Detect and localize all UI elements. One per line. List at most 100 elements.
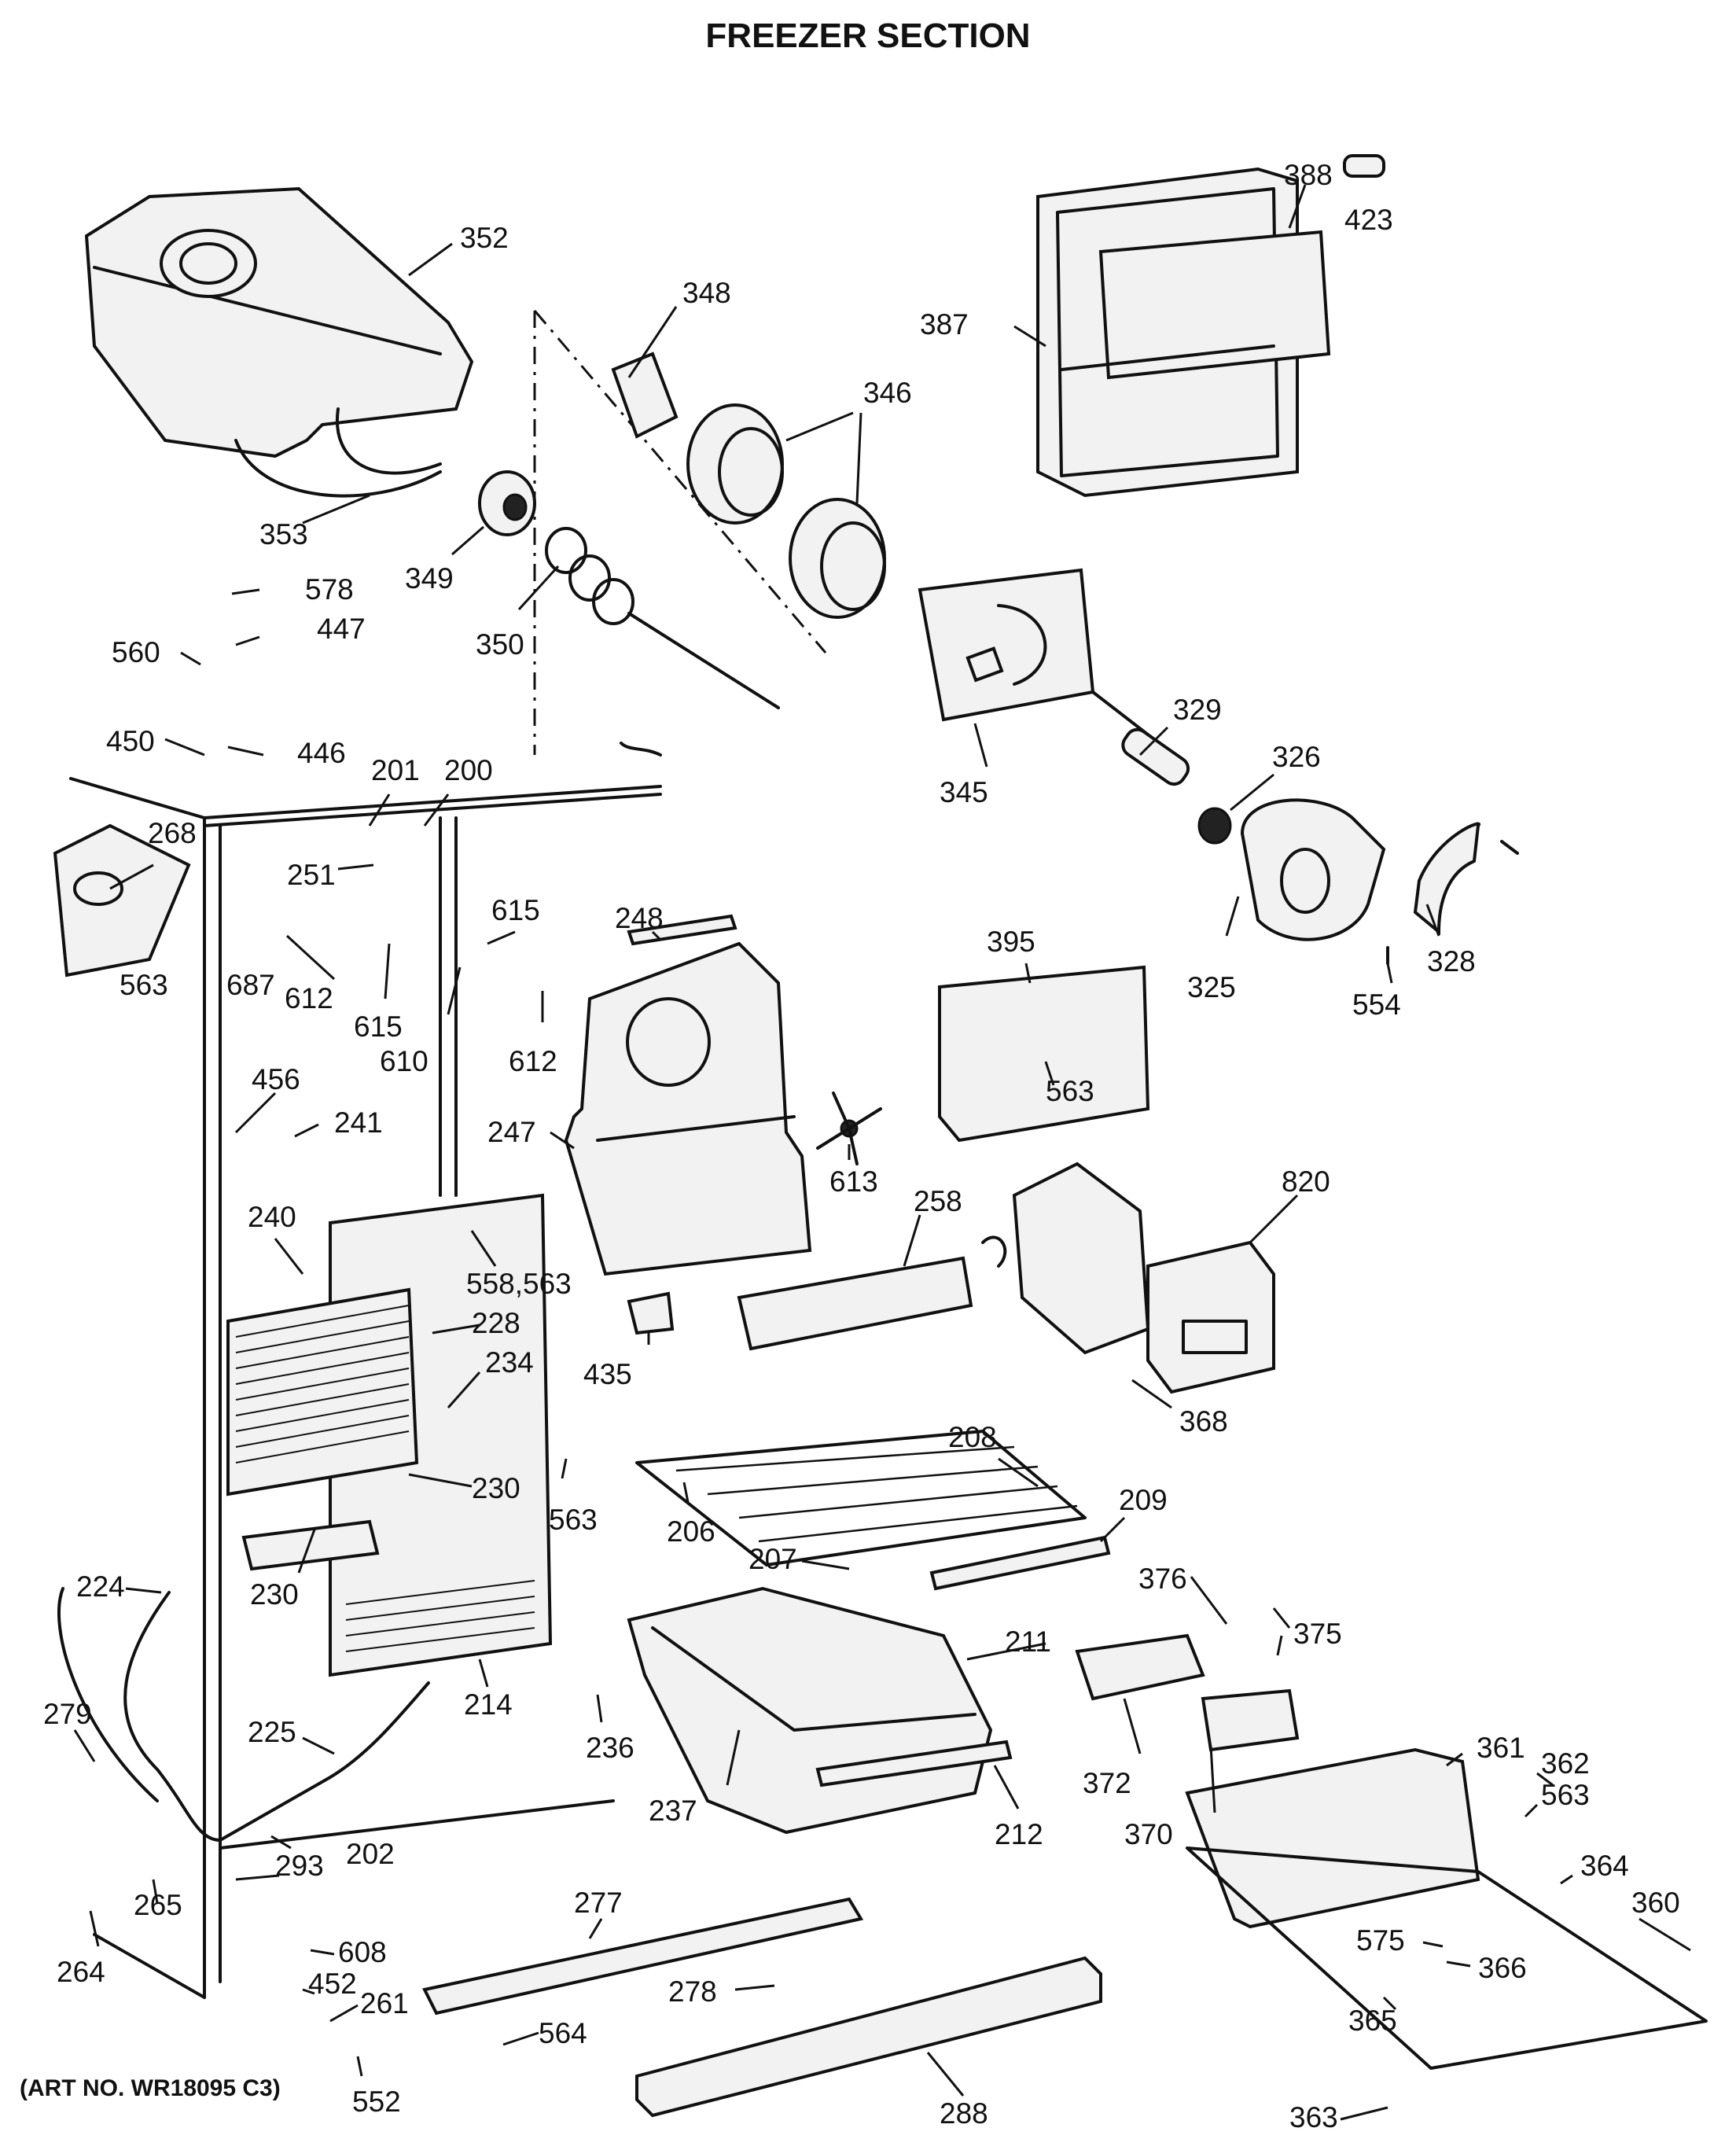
callout-387: 387 [920, 308, 969, 341]
callout-612b: 612 [509, 1045, 557, 1077]
callout-277: 277 [574, 1887, 623, 1919]
callout-554: 554 [1352, 989, 1401, 1021]
callout-388: 388 [1284, 159, 1333, 191]
freezer-liner-drawing [53, 742, 662, 1999]
callout-214: 214 [464, 1688, 513, 1721]
callout-362: 362 [1541, 1747, 1590, 1780]
icemaker-drawing [981, 1162, 1275, 1394]
callout-225: 225 [248, 1716, 296, 1748]
rail-and-grille-drawing [422, 1897, 1102, 2118]
callout-201: 201 [371, 754, 420, 786]
fill-tube-drawing [737, 1256, 973, 1351]
callout-820: 820 [1282, 1165, 1330, 1198]
callout-456: 456 [252, 1063, 300, 1095]
callout-labels: 352 348 346 388 423 387 353 349 350 578 … [43, 159, 1680, 2133]
callout-346: 346 [863, 377, 912, 409]
callout-560: 560 [112, 636, 160, 668]
auger-motor-assembly-drawing [918, 568, 1519, 965]
cover-plate-drawing [938, 965, 1150, 1143]
callout-261: 261 [360, 1987, 409, 2019]
art-number: (ART NO. WR18095 C3) [20, 2075, 281, 2101]
ice-crusher-assembly-drawing [478, 310, 886, 755]
callout-564: 564 [539, 2017, 587, 2049]
callout-360: 360 [1631, 1887, 1680, 1919]
diagram-title: FREEZER SECTION [705, 17, 1030, 55]
callout-435: 435 [583, 1358, 632, 1390]
callout-368: 368 [1179, 1405, 1228, 1438]
callout-563b: 563 [1046, 1075, 1094, 1107]
callout-208: 208 [948, 1421, 997, 1453]
callout-363: 363 [1289, 2101, 1338, 2133]
callout-268: 268 [148, 817, 197, 849]
ice-bucket-drawing [84, 186, 474, 498]
callout-251: 251 [287, 859, 336, 891]
callout-247: 247 [487, 1116, 536, 1148]
callout-228: 228 [472, 1307, 520, 1339]
dispenser-door-drawing [1036, 154, 1385, 498]
callout-352: 352 [460, 222, 509, 254]
callout-265: 265 [134, 1889, 182, 1921]
callout-264: 264 [57, 1956, 105, 1988]
callout-447: 447 [317, 613, 366, 645]
callout-293: 293 [275, 1850, 324, 1882]
callout-207: 207 [748, 1543, 797, 1575]
callout-350: 350 [476, 628, 524, 661]
callout-365: 365 [1348, 2005, 1397, 2037]
ice-pan-drawing [627, 1586, 1013, 1835]
callout-423: 423 [1344, 204, 1393, 236]
callout-563a: 563 [120, 969, 168, 1001]
wire-shelf-drawing [635, 1430, 1111, 1591]
callout-375: 375 [1293, 1618, 1342, 1650]
callout-361: 361 [1477, 1732, 1525, 1764]
callout-258: 258 [914, 1185, 962, 1217]
callout-558-563: 558,563 [466, 1268, 572, 1300]
callout-376: 376 [1138, 1563, 1187, 1595]
callout-366: 366 [1478, 1952, 1527, 1984]
callout-200: 200 [444, 754, 493, 786]
callout-615a: 615 [491, 894, 540, 926]
callout-395: 395 [987, 926, 1035, 958]
drain-tube-outline [57, 1587, 159, 1802]
callout-236: 236 [586, 1732, 634, 1764]
callout-348: 348 [682, 277, 731, 309]
callout-687: 687 [226, 969, 275, 1001]
callout-615b: 615 [354, 1011, 403, 1043]
callout-224: 224 [76, 1570, 125, 1603]
callout-552: 552 [352, 2086, 401, 2118]
callout-328: 328 [1427, 945, 1476, 977]
callout-575: 575 [1356, 1924, 1405, 1957]
drain-tube-drawing [123, 1591, 430, 1842]
callout-372: 372 [1083, 1767, 1131, 1799]
callout-279: 279 [43, 1698, 92, 1730]
callout-241: 241 [334, 1106, 383, 1139]
callout-288: 288 [940, 2097, 988, 2130]
callout-237: 237 [649, 1795, 697, 1827]
callout-345: 345 [940, 776, 988, 808]
callout-240: 240 [248, 1201, 296, 1233]
callout-563d: 563 [1541, 1779, 1590, 1811]
callout-610: 610 [380, 1045, 428, 1077]
callout-446: 446 [297, 737, 346, 769]
machine-compartment-drawing [1075, 1633, 1708, 2070]
callout-230b: 230 [250, 1578, 299, 1611]
callout-563c: 563 [549, 1504, 598, 1536]
callout-329: 329 [1173, 694, 1222, 726]
callout-370: 370 [1124, 1818, 1173, 1850]
leader-lines [73, 184, 1691, 2121]
callout-353: 353 [259, 518, 308, 550]
callout-248: 248 [615, 902, 664, 934]
callout-278: 278 [668, 1975, 717, 2008]
callout-209: 209 [1119, 1484, 1168, 1516]
callout-608: 608 [338, 1936, 387, 1968]
callout-349: 349 [405, 562, 454, 595]
callout-234: 234 [485, 1346, 534, 1379]
callout-211: 211 [1005, 1625, 1051, 1658]
callout-326: 326 [1272, 741, 1321, 773]
fan-shroud-drawing [564, 914, 882, 1276]
callout-206: 206 [667, 1515, 715, 1548]
callout-612a: 612 [285, 982, 333, 1014]
evaporator-drawing [226, 1193, 553, 1677]
callout-452: 452 [308, 1968, 357, 2000]
callout-202: 202 [346, 1838, 395, 1870]
